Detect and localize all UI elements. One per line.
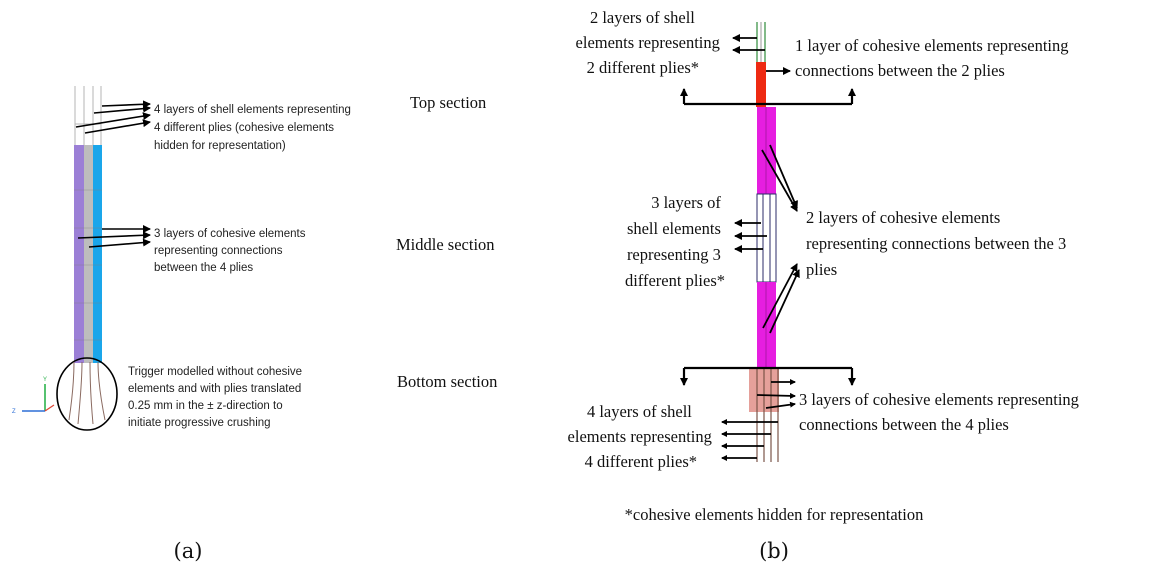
trigger-ellipse bbox=[56, 357, 118, 431]
bot-shell-note: 4 layers of shell elements representing … bbox=[568, 402, 716, 471]
trigger-plies bbox=[68, 361, 106, 425]
panel-a-shell-arrows bbox=[75, 100, 151, 134]
panel-b-caption: (b) bbox=[759, 539, 789, 563]
note-line: different plies* bbox=[625, 271, 725, 290]
panel-a: Y Z 4 layers of shell elements represent… bbox=[12, 86, 354, 563]
axes-triad: Y Z bbox=[12, 377, 55, 415]
note-line: 3 layers of bbox=[651, 193, 721, 212]
top-shell-note: 2 layers of shell elements representing … bbox=[576, 8, 724, 77]
top-cohesive-block bbox=[756, 62, 766, 104]
mid-ply-lines bbox=[762, 194, 771, 282]
mid-shell-note: 3 layers of shell elements representing … bbox=[625, 193, 725, 290]
panel-a-caption: (a) bbox=[174, 539, 203, 563]
note-line: representing connections between the 3 bbox=[806, 234, 1066, 253]
note-line: 4 layers of shell elements representing bbox=[154, 104, 351, 116]
mid-cohesive-note: 2 layers of cohesive elements representi… bbox=[806, 208, 1070, 279]
panel-a-ply-blue bbox=[93, 145, 102, 363]
panel-a-cohesive-note: 3 layers of cohesive elements representi… bbox=[154, 228, 309, 274]
note-line: elements and with plies translated bbox=[128, 383, 301, 395]
note-line: 2 different plies* bbox=[587, 58, 699, 77]
panel-a-trigger-note: Trigger modelled without cohesive elemen… bbox=[128, 366, 305, 429]
panel-a-ply-purple bbox=[74, 145, 84, 363]
note-line: hidden for representation) bbox=[154, 140, 286, 152]
panel-a-mesh-lines bbox=[74, 189, 102, 341]
bottom-section-bracket bbox=[680, 366, 856, 386]
note-line: 4 different plies* bbox=[585, 452, 697, 471]
note-line: 0.25 mm in the ± z-direction to bbox=[128, 400, 283, 412]
note-line: between the 4 plies bbox=[154, 262, 253, 274]
note-line: 3 layers of cohesive elements bbox=[154, 228, 306, 240]
panel-a-ply-grey bbox=[84, 145, 93, 363]
mid-shell-region bbox=[756, 193, 777, 283]
panel-a-cohesive-arrows bbox=[77, 225, 151, 248]
bottom-arrows bbox=[721, 379, 796, 461]
mid-cohesive-upper bbox=[757, 107, 776, 194]
axis-z-label: Z bbox=[12, 409, 16, 415]
note-line: 4 layers of shell bbox=[587, 402, 692, 421]
note-line: representing 3 bbox=[627, 245, 721, 264]
note-line: 3 layers of cohesive elements representi… bbox=[799, 390, 1079, 409]
note-line: plies bbox=[806, 260, 837, 279]
top-ply-lines bbox=[756, 22, 766, 62]
middle-section-label: Middle section bbox=[396, 235, 495, 254]
mid-arrows bbox=[734, 144, 800, 334]
note-line: 2 layers of shell bbox=[590, 8, 695, 27]
mid-cohesive-lower bbox=[757, 282, 776, 368]
note-line: 4 different plies (cohesive elements bbox=[154, 122, 334, 134]
note-line: 2 layers of cohesive elements bbox=[806, 208, 1000, 227]
note-line: shell elements bbox=[627, 219, 721, 238]
note-line: Trigger modelled without cohesive bbox=[128, 366, 302, 378]
top-arrows bbox=[732, 34, 791, 75]
note-line: elements representing bbox=[568, 427, 712, 446]
note-line: connections between the 2 plies bbox=[795, 61, 1005, 80]
panel-a-upper-plies bbox=[74, 86, 102, 145]
bot-cohesive-note: 3 layers of cohesive elements representi… bbox=[799, 390, 1083, 434]
top-cohesive-cap bbox=[756, 104, 766, 107]
axis-y-label: Y bbox=[43, 377, 47, 383]
panel-b: Top section Middle section Bottom sectio… bbox=[396, 8, 1083, 563]
top-section-bracket bbox=[680, 88, 856, 106]
top-section-label: Top section bbox=[410, 93, 486, 112]
note-line: elements representing bbox=[576, 33, 720, 52]
footnote: *cohesive elements hidden for representa… bbox=[625, 505, 924, 524]
bottom-section-label: Bottom section bbox=[397, 372, 497, 391]
note-line: 1 layer of cohesive elements representin… bbox=[795, 36, 1069, 55]
note-line: connections between the 4 plies bbox=[799, 415, 1009, 434]
note-line: representing connections bbox=[154, 245, 283, 257]
panel-a-shell-note: 4 layers of shell elements representing … bbox=[154, 104, 354, 152]
note-line: initiate progressive crushing bbox=[128, 417, 271, 429]
top-cohesive-note: 1 layer of cohesive elements representin… bbox=[795, 36, 1073, 80]
